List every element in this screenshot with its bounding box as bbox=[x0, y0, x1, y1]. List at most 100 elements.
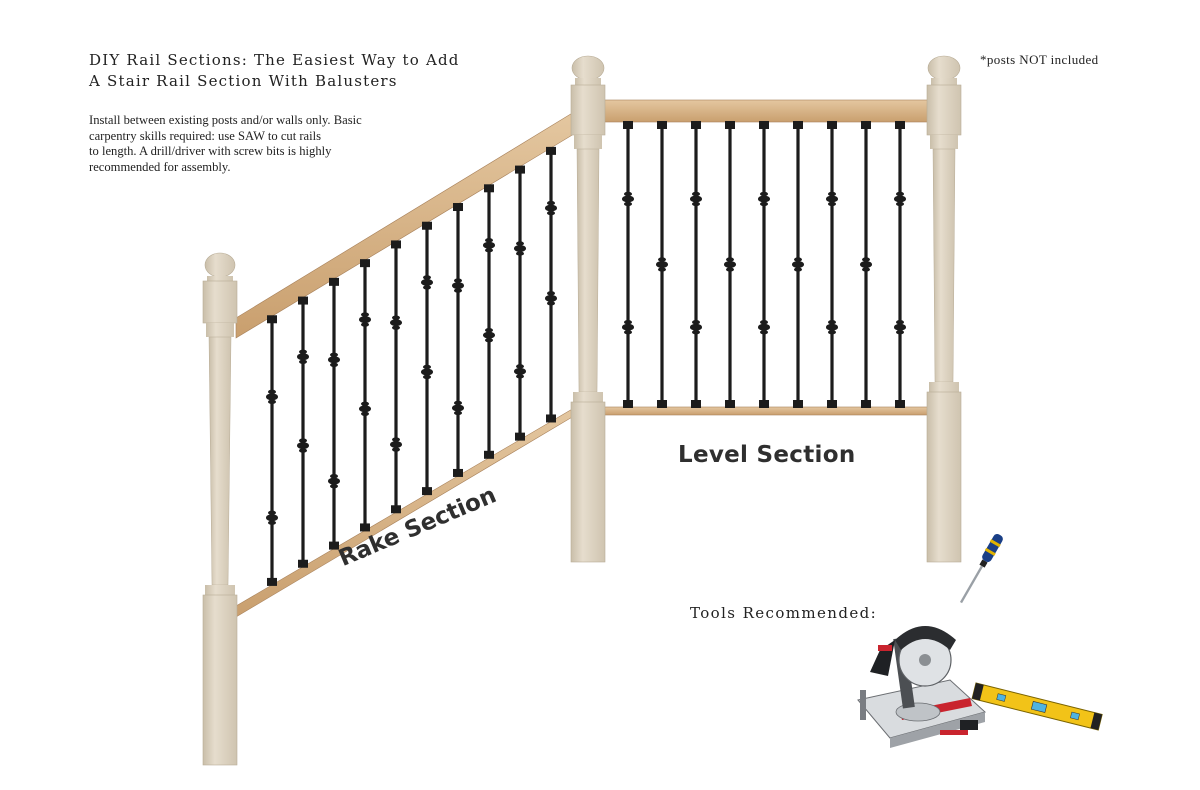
baluster-knuckle bbox=[547, 210, 555, 216]
baluster-knuckle bbox=[794, 267, 802, 272]
baluster-knuckle bbox=[862, 267, 870, 272]
baluster-knuckle bbox=[361, 322, 369, 327]
baluster bbox=[898, 122, 902, 407]
baluster-knuckle bbox=[692, 201, 700, 207]
tools-recommended-label: Tools Recommended: bbox=[690, 604, 878, 622]
baluster-shoe bbox=[422, 487, 432, 496]
baluster-knuckle bbox=[268, 510, 276, 515]
baluster bbox=[487, 185, 491, 458]
intro-line-2: carpentry skills required: use SAW to cu… bbox=[89, 128, 322, 143]
baluster-knuckle bbox=[423, 275, 431, 280]
baluster-knuckle bbox=[330, 483, 338, 489]
baluster-knuckle bbox=[760, 191, 768, 197]
baluster-knuckle bbox=[758, 195, 770, 203]
baluster-knuckle bbox=[516, 241, 524, 246]
post-left bbox=[202, 252, 238, 766]
baluster bbox=[394, 241, 398, 513]
baluster-knuckle bbox=[359, 316, 371, 324]
baluster-knuckle bbox=[268, 399, 276, 405]
baluster-knuckle bbox=[330, 352, 338, 357]
baluster-shoe bbox=[691, 400, 701, 408]
baluster-knuckle bbox=[624, 201, 632, 207]
baluster-knuckle bbox=[330, 362, 338, 367]
baluster-knuckle bbox=[266, 514, 278, 522]
baluster-shoe bbox=[515, 432, 525, 441]
heading-line-2: A Stair Rail Section With Balusters bbox=[89, 72, 398, 90]
baluster-knuckle bbox=[828, 191, 836, 197]
baluster-shoe bbox=[484, 450, 494, 459]
level-bottom-rail bbox=[601, 406, 931, 416]
screwdriver-icon bbox=[959, 533, 1003, 604]
baluster-knuckle bbox=[454, 400, 462, 406]
baluster-knuckle bbox=[361, 401, 369, 407]
baluster-shoe bbox=[793, 121, 803, 129]
baluster-knuckle bbox=[658, 267, 666, 272]
baluster-shoe bbox=[267, 315, 277, 324]
baluster bbox=[762, 122, 766, 407]
baluster-knuckle bbox=[894, 195, 906, 203]
baluster-knuckle bbox=[328, 356, 340, 364]
baluster-knuckle bbox=[390, 319, 402, 327]
baluster-knuckle bbox=[423, 285, 431, 290]
baluster-knuckle bbox=[485, 248, 493, 253]
baluster-shoe bbox=[759, 121, 769, 129]
baluster-shoe bbox=[759, 400, 769, 408]
baluster-knuckle bbox=[483, 241, 495, 249]
baluster-knuckle bbox=[454, 410, 462, 416]
baluster-knuckle bbox=[359, 405, 371, 413]
baluster-knuckle bbox=[896, 191, 904, 197]
baluster-knuckle bbox=[690, 323, 702, 331]
baluster-knuckle bbox=[547, 200, 555, 206]
baluster-shoe bbox=[329, 277, 339, 286]
baluster-knuckle bbox=[726, 267, 734, 272]
baluster bbox=[694, 122, 698, 407]
baluster-knuckle bbox=[328, 477, 340, 485]
baluster-knuckle bbox=[547, 301, 555, 306]
baluster-knuckle bbox=[692, 191, 700, 197]
intro-line-1: Install between existing posts and/or wa… bbox=[89, 113, 362, 127]
baluster-knuckle bbox=[268, 520, 276, 525]
baluster-knuckle bbox=[423, 364, 431, 370]
baluster-knuckle bbox=[828, 330, 836, 335]
baluster bbox=[301, 297, 305, 567]
baluster-knuckle bbox=[421, 278, 433, 286]
rake-top-rail bbox=[235, 111, 575, 339]
baluster-knuckle bbox=[656, 261, 668, 268]
post-right bbox=[926, 55, 962, 563]
baluster-shoe bbox=[725, 121, 735, 129]
baluster-knuckle bbox=[392, 325, 400, 330]
baluster-knuckle bbox=[299, 349, 307, 354]
baluster-shoe bbox=[623, 121, 633, 129]
intro-line-4: recommended for assembly. bbox=[89, 159, 231, 174]
baluster-knuckle bbox=[299, 438, 307, 443]
baluster-knuckle bbox=[658, 257, 666, 262]
baluster-shoe bbox=[391, 505, 401, 514]
baluster-shoe bbox=[895, 400, 905, 408]
baluster-knuckle bbox=[299, 359, 307, 364]
level-balusters bbox=[622, 121, 906, 408]
baluster-shoe bbox=[484, 184, 494, 193]
intro-text: Install between existing posts and/or wa… bbox=[89, 113, 429, 175]
baluster-knuckle bbox=[392, 315, 400, 320]
baluster-knuckle bbox=[828, 201, 836, 207]
baluster-knuckle bbox=[452, 282, 464, 290]
baluster-knuckle bbox=[454, 278, 462, 283]
baluster-knuckle bbox=[485, 238, 493, 243]
baluster bbox=[332, 278, 336, 549]
baluster-knuckle bbox=[692, 330, 700, 335]
baluster-knuckle bbox=[361, 312, 369, 317]
level-section-label: Level Section bbox=[678, 442, 856, 468]
baluster-shoe bbox=[895, 121, 905, 129]
baluster-knuckle bbox=[622, 323, 634, 331]
baluster bbox=[363, 260, 367, 531]
baluster-shoe bbox=[298, 296, 308, 305]
baluster-knuckle bbox=[545, 204, 557, 212]
baluster-knuckle bbox=[485, 327, 493, 333]
baluster-knuckle bbox=[547, 291, 555, 296]
baluster-knuckle bbox=[896, 330, 904, 335]
baluster-knuckle bbox=[452, 404, 464, 412]
baluster-shoe bbox=[515, 165, 525, 174]
baluster bbox=[830, 122, 834, 407]
baluster-knuckle bbox=[421, 368, 433, 376]
miter-saw-icon bbox=[857, 626, 987, 748]
